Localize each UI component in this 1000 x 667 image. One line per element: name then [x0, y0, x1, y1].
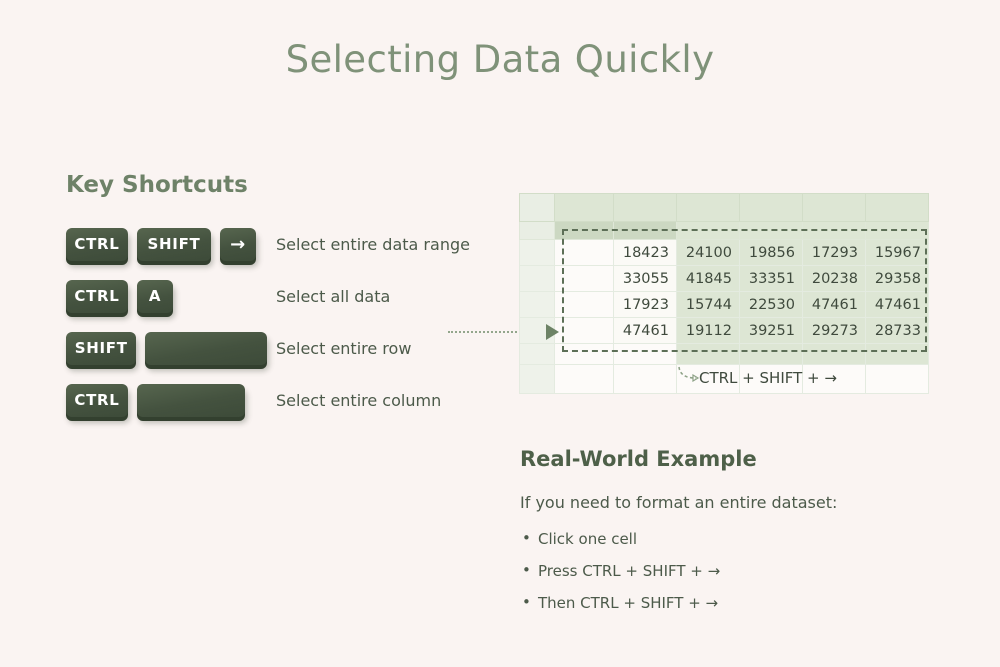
spreadsheet-cell[interactable]: [613, 364, 677, 394]
spreadsheet-cell[interactable]: 39251: [739, 317, 803, 344]
keycap-group: CTRL A: [66, 279, 276, 313]
spreadsheet-cell[interactable]: [802, 221, 866, 240]
keycap-group: CTRL SHIFT →: [66, 227, 276, 261]
spreadsheet-cell[interactable]: 47461: [802, 291, 866, 318]
connector-dotted-line: [448, 331, 548, 336]
spreadsheet-cell[interactable]: [802, 364, 866, 394]
keycap-group: SHIFT: [66, 331, 276, 365]
example-steps-list: Click one cell Press CTRL + SHIFT + → Th…: [520, 529, 950, 612]
caption-curved-arrow-icon: [678, 366, 700, 382]
spreadsheet-cell[interactable]: 19856: [739, 239, 803, 266]
keycap-spacebar[interactable]: [145, 331, 267, 365]
keycap-shift[interactable]: SHIFT: [137, 227, 211, 261]
spreadsheet-cell[interactable]: [554, 221, 614, 240]
shortcut-row: SHIFT Select entire row: [66, 328, 496, 368]
spreadsheet-cell[interactable]: [676, 364, 740, 394]
row-header-cell: [519, 265, 555, 292]
spreadsheet-cell[interactable]: [613, 343, 677, 365]
table-row: 18423 24100 19856 17293 15967: [519, 239, 929, 266]
shortcut-description: Select entire row: [276, 338, 412, 358]
spreadsheet-cell[interactable]: 15744: [676, 291, 740, 318]
table-row: 17923 15744 22530 47461 47461: [519, 291, 929, 318]
spreadsheet-cell[interactable]: [739, 221, 803, 240]
spreadsheet-cell[interactable]: 28733: [865, 317, 929, 344]
shortcut-row: CTRL A Select all data: [66, 276, 496, 316]
spreadsheet-cell[interactable]: 19112: [676, 317, 740, 344]
spreadsheet-cell[interactable]: 47461: [865, 291, 929, 318]
spreadsheet-cell[interactable]: [554, 265, 614, 292]
spreadsheet-cell[interactable]: [613, 221, 677, 240]
row-header-cell: [519, 364, 555, 394]
spreadsheet-cell[interactable]: [865, 364, 929, 394]
spreadsheet-cell[interactable]: 22530: [739, 291, 803, 318]
list-item: Press CTRL + SHIFT + →: [520, 561, 950, 580]
column-header-cell: [613, 193, 677, 222]
keycap-group: CTRL: [66, 383, 276, 417]
spreadsheet: 18423 24100 19856 17293 15967 33055 4184…: [519, 193, 929, 394]
real-world-example-section: Real-World Example If you need to format…: [520, 447, 950, 626]
keycap-shift[interactable]: SHIFT: [66, 331, 137, 365]
shortcut-description: Select entire column: [276, 390, 442, 410]
table-row: 33055 41845 33351 20238 29358: [519, 265, 929, 292]
spreadsheet-cell[interactable]: 15967: [865, 239, 929, 266]
column-header-cell: [865, 193, 929, 222]
spreadsheet-band-row: [519, 221, 929, 240]
spreadsheet-caption-row: [519, 364, 929, 394]
key-shortcuts-section: Key Shortcuts CTRL SHIFT → Select entire…: [66, 172, 496, 432]
shortcut-row: CTRL Select entire column: [66, 380, 496, 420]
table-row: 47461 19112 39251 29273 28733: [519, 317, 929, 344]
row-header-cell: [519, 343, 555, 365]
shortcut-description: Select all data: [276, 286, 391, 306]
column-header-cell: [802, 193, 866, 222]
spreadsheet-cell[interactable]: 33055: [613, 265, 677, 292]
spreadsheet-cell[interactable]: [865, 343, 929, 365]
spreadsheet-cell[interactable]: 29358: [865, 265, 929, 292]
spreadsheet-cell[interactable]: [554, 364, 614, 394]
list-item: Then CTRL + SHIFT + →: [520, 593, 950, 612]
keycap-ctrl[interactable]: CTRL: [66, 227, 128, 261]
spreadsheet-cell[interactable]: [554, 291, 614, 318]
list-item: Click one cell: [520, 529, 950, 548]
spreadsheet-cell[interactable]: [554, 343, 614, 365]
keycap-spacebar[interactable]: [137, 383, 245, 417]
spreadsheet-cell[interactable]: [554, 317, 614, 344]
spreadsheet-cell[interactable]: [739, 364, 803, 394]
spreadsheet-blank-row: [519, 343, 929, 365]
spreadsheet-cell[interactable]: 47461: [613, 317, 677, 344]
example-heading: Real-World Example: [520, 447, 757, 471]
shortcut-description: Select entire data range: [276, 234, 470, 254]
spreadsheet-cell[interactable]: 20238: [802, 265, 866, 292]
spreadsheet-cell[interactable]: 33351: [739, 265, 803, 292]
column-header-cell: [554, 193, 614, 222]
shortcut-row: CTRL SHIFT → Select entire data range: [66, 224, 496, 264]
spreadsheet-cell[interactable]: 17293: [802, 239, 866, 266]
row-header-cell: [519, 193, 555, 222]
keycap-ctrl[interactable]: CTRL: [66, 383, 128, 417]
spreadsheet-header-row: [519, 193, 929, 222]
column-header-cell: [739, 193, 803, 222]
spreadsheet-cell[interactable]: 18423: [613, 239, 677, 266]
spreadsheet-cell[interactable]: [676, 343, 740, 365]
row-header-cell: [519, 291, 555, 318]
spreadsheet-cell[interactable]: 29273: [802, 317, 866, 344]
spreadsheet-cell[interactable]: [802, 343, 866, 365]
spreadsheet-cell[interactable]: 17923: [613, 291, 677, 318]
key-shortcuts-heading: Key Shortcuts: [66, 172, 248, 198]
row-header-cell: [519, 221, 555, 240]
spreadsheet-cell[interactable]: 41845: [676, 265, 740, 292]
spreadsheet-caption: CTRL + SHIFT + →: [699, 369, 837, 387]
spreadsheet-cell[interactable]: [739, 343, 803, 365]
spreadsheet-cell[interactable]: 24100: [676, 239, 740, 266]
page-title: Selecting Data Quickly: [285, 38, 715, 81]
example-intro-text: If you need to format an entire dataset:: [520, 493, 838, 512]
column-header-cell: [676, 193, 740, 222]
row-header-cell: [519, 239, 555, 266]
row-pointer-icon: [546, 324, 559, 340]
spreadsheet-cell[interactable]: [554, 239, 614, 266]
spreadsheet-cell[interactable]: [865, 221, 929, 240]
spreadsheet-cell[interactable]: [676, 221, 740, 240]
keycap-arrow-right-icon[interactable]: →: [220, 227, 256, 261]
keycap-ctrl[interactable]: CTRL: [66, 279, 128, 313]
keycap-a[interactable]: A: [137, 279, 173, 313]
